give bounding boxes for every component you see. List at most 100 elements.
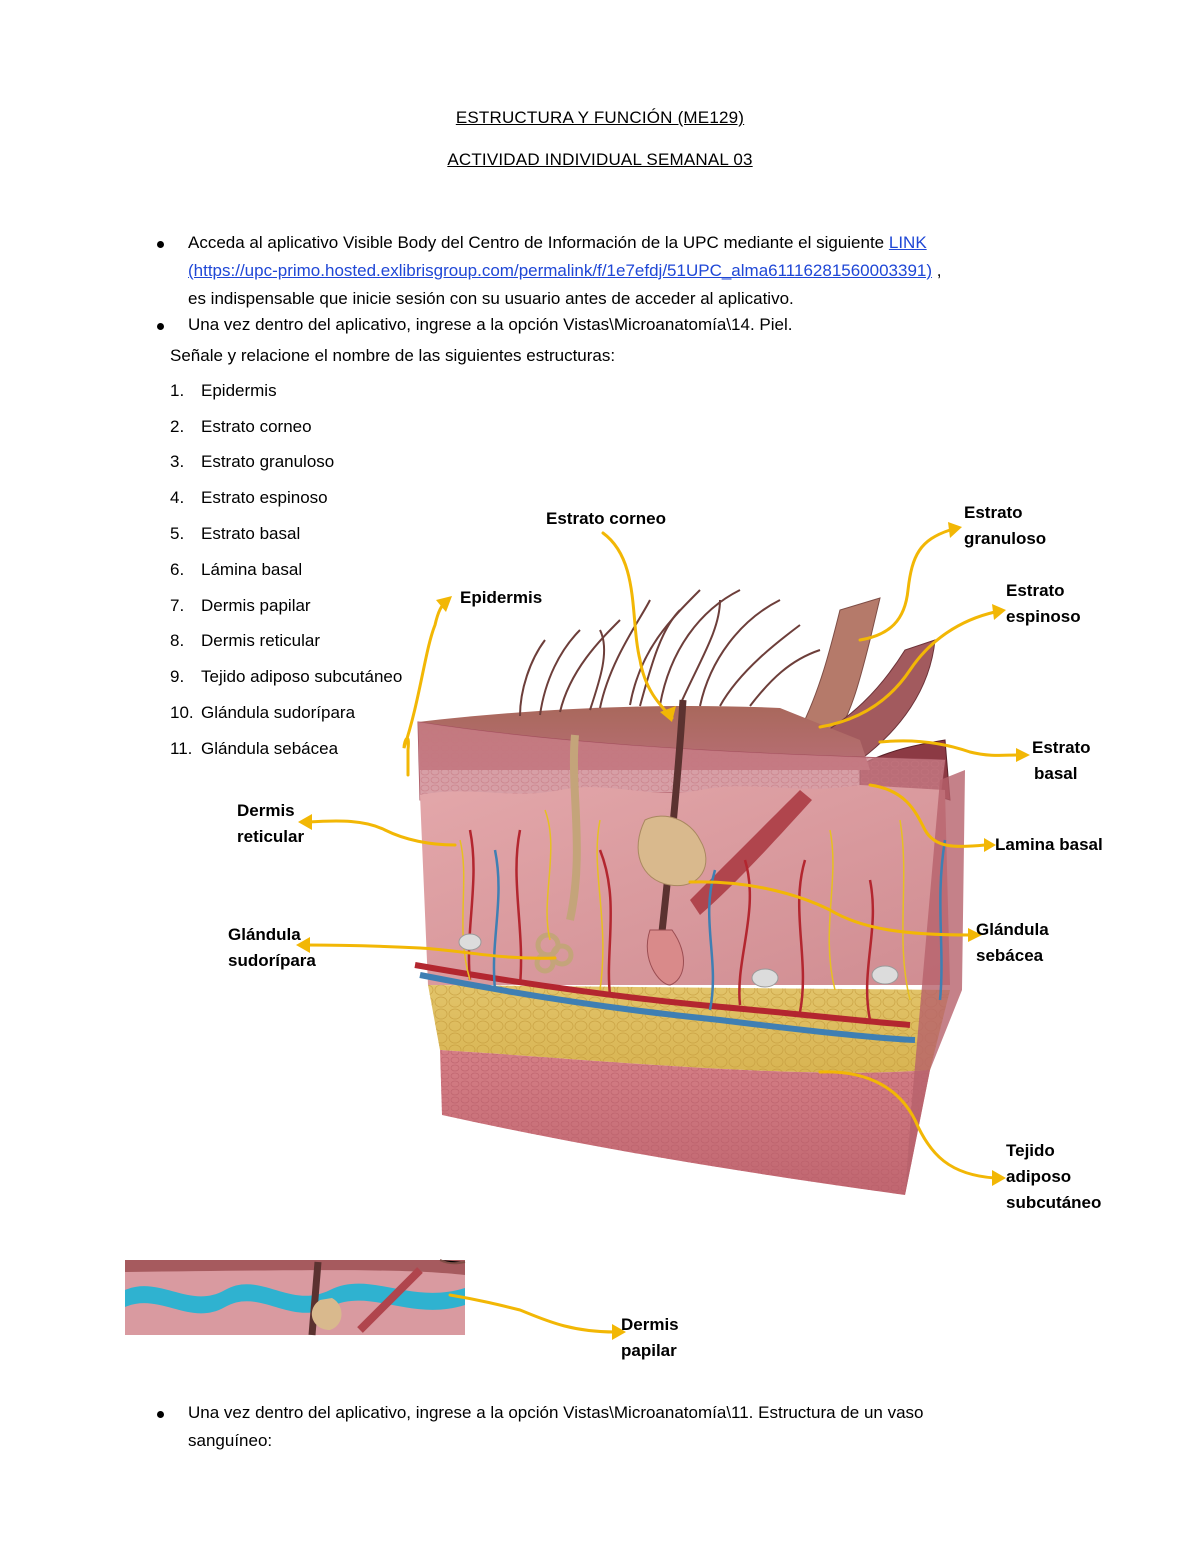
list-item: Dermis papilar: [201, 596, 311, 615]
document-subtitle: ACTIVIDAD INDIVIDUAL SEMANAL 03: [447, 150, 753, 169]
label-line: Glándula: [976, 920, 1049, 939]
list-number: 4.: [170, 488, 185, 507]
list-number: 9.: [170, 667, 185, 686]
vein: [419, 972, 916, 1043]
arrowhead-adiposo: [992, 1170, 1006, 1186]
arrowhead-sebacea: [968, 928, 982, 942]
instruction-line-6: sanguíneo:: [188, 1431, 273, 1450]
sebaceous-gland: [637, 815, 707, 887]
list-number: 3.: [170, 452, 185, 471]
list-item: Tejido adiposo subcutáneo: [201, 667, 403, 686]
arrow-glandula-sebacea: [688, 880, 972, 937]
list-number: 11.: [170, 739, 193, 758]
label-line: Estrato: [1032, 738, 1091, 757]
skin-side-face: [905, 770, 965, 1195]
list-item: Lámina basal: [201, 560, 303, 579]
sweat-gland-coil: [534, 932, 574, 974]
label-glandula-sudoripara: Glándula sudorípara: [228, 922, 316, 974]
arrow-glandula-sudoripara: [303, 943, 557, 960]
label-line: Glándula: [228, 925, 301, 944]
pointer-arrows: [303, 528, 1020, 1334]
subcutaneous-fat-texture: [428, 985, 950, 1073]
list-number: 2.: [170, 417, 185, 436]
list-item: Dermis reticular: [201, 631, 321, 650]
arrowhead-corneo: [660, 706, 676, 722]
arrowhead-granuloso: [948, 522, 962, 538]
label-estrato-basal: Estrato basal: [1032, 735, 1091, 787]
list-number: 7.: [170, 596, 185, 615]
label-line: Estrato: [964, 503, 1023, 522]
arrow-dermis-reticular: [306, 819, 457, 847]
list-item: Estrato basal: [201, 524, 301, 543]
arrow-estrato-corneo: [601, 531, 674, 720]
hair-follicle: [646, 929, 685, 986]
arrow-tejido-adiposo: [818, 1070, 997, 1180]
list-item: Estrato granuloso: [201, 452, 335, 471]
muscle-texture: [440, 1050, 930, 1195]
instruction-line-5: Una vez dentro del aplicativo, ingrese a…: [188, 1403, 924, 1422]
arrow-estrato-granuloso: [858, 528, 952, 642]
label-line: Dermis: [621, 1315, 679, 1334]
document-title: ESTRUCTURA Y FUNCIÓN (ME129): [455, 108, 745, 127]
label-dermis-papilar: Dermis papilar: [621, 1312, 679, 1364]
dermis-papilar-inset: [125, 1259, 466, 1336]
arrow-dermis-papilar: [448, 1293, 617, 1334]
label-line: Estrato: [1006, 581, 1065, 600]
list-item: Epidermis: [201, 381, 277, 400]
label-estrato-espinoso: Estrato espinoso: [1006, 578, 1081, 630]
capillaries: [467, 829, 875, 1021]
instruction-line-3: es indispensable que inicie sesión con s…: [188, 289, 794, 308]
instruction-line-4: Una vez dentro del aplicativo, ingrese a…: [188, 315, 793, 334]
label-line: adiposo: [1006, 1167, 1072, 1186]
list-number: 8.: [170, 631, 185, 650]
list-number: 6.: [170, 560, 185, 579]
arrowheads: [296, 522, 1030, 1340]
list-item: Glándula sudorípara: [201, 703, 356, 722]
hairs: [519, 589, 821, 717]
list-number: 1.: [170, 381, 185, 400]
arrowhead-lamina: [984, 838, 996, 852]
pacinian-corpuscles: [458, 933, 899, 988]
label-line: reticular: [237, 827, 305, 846]
label-lamina-basal: Lamina basal: [995, 835, 1103, 854]
instruction-line-1: Acceda al aplicativo Visible Body del Ce…: [188, 233, 927, 253]
link-text[interactable]: LINK: [888, 233, 927, 252]
sweat-gland-duct: [566, 734, 581, 921]
label-estrato-corneo: Estrato corneo: [546, 509, 666, 528]
instruction-line-2: (https://upc-primo.hosted.exlibrisgroup.…: [188, 261, 941, 281]
veins-small: [492, 839, 947, 1011]
list-item: Estrato corneo: [201, 417, 312, 436]
label-line: granuloso: [964, 529, 1047, 548]
label-epidermis: Epidermis: [460, 588, 543, 607]
arrowhead-reticular: [298, 814, 312, 830]
arrow-lamina-basal: [868, 783, 987, 848]
arrowhead-papilar: [612, 1324, 626, 1340]
label-line: sudorípara: [228, 951, 316, 970]
label-line: papilar: [621, 1341, 677, 1360]
list-item: Estrato espinoso: [201, 488, 328, 507]
arrowhead-basal: [1016, 748, 1030, 762]
arrow-epidermis: [402, 598, 450, 777]
instruction-text: Acceda al aplicativo Visible Body del Ce…: [188, 233, 889, 252]
arrow-estrato-basal: [878, 739, 1020, 757]
permalink-url[interactable]: (https://upc-primo.hosted.exlibrisgroup.…: [188, 261, 933, 280]
instruction-text: ,: [932, 261, 942, 280]
nerves: [459, 809, 911, 1001]
label-tejido-adiposo: Tejido adiposo subcutáneo: [1006, 1138, 1101, 1216]
bullet-icon: [157, 323, 164, 330]
list-item: Glándula sebácea: [201, 739, 339, 758]
bullet-icon: [157, 1411, 164, 1418]
arrowhead-epidermis: [436, 596, 452, 612]
arrowhead-espinoso: [992, 604, 1006, 620]
label-glandula-sebacea: Glándula sebácea: [976, 917, 1049, 969]
label-line: espinoso: [1006, 607, 1081, 626]
label-line: Dermis: [237, 801, 295, 820]
label-line: sebácea: [976, 946, 1044, 965]
label-line: subcutáneo: [1006, 1193, 1102, 1212]
arrowhead-sudoripara: [296, 937, 310, 953]
label-line: basal: [1034, 764, 1078, 783]
label-estrato-granuloso: Estrato granuloso: [964, 500, 1046, 552]
label-line: Tejido: [1006, 1141, 1055, 1160]
